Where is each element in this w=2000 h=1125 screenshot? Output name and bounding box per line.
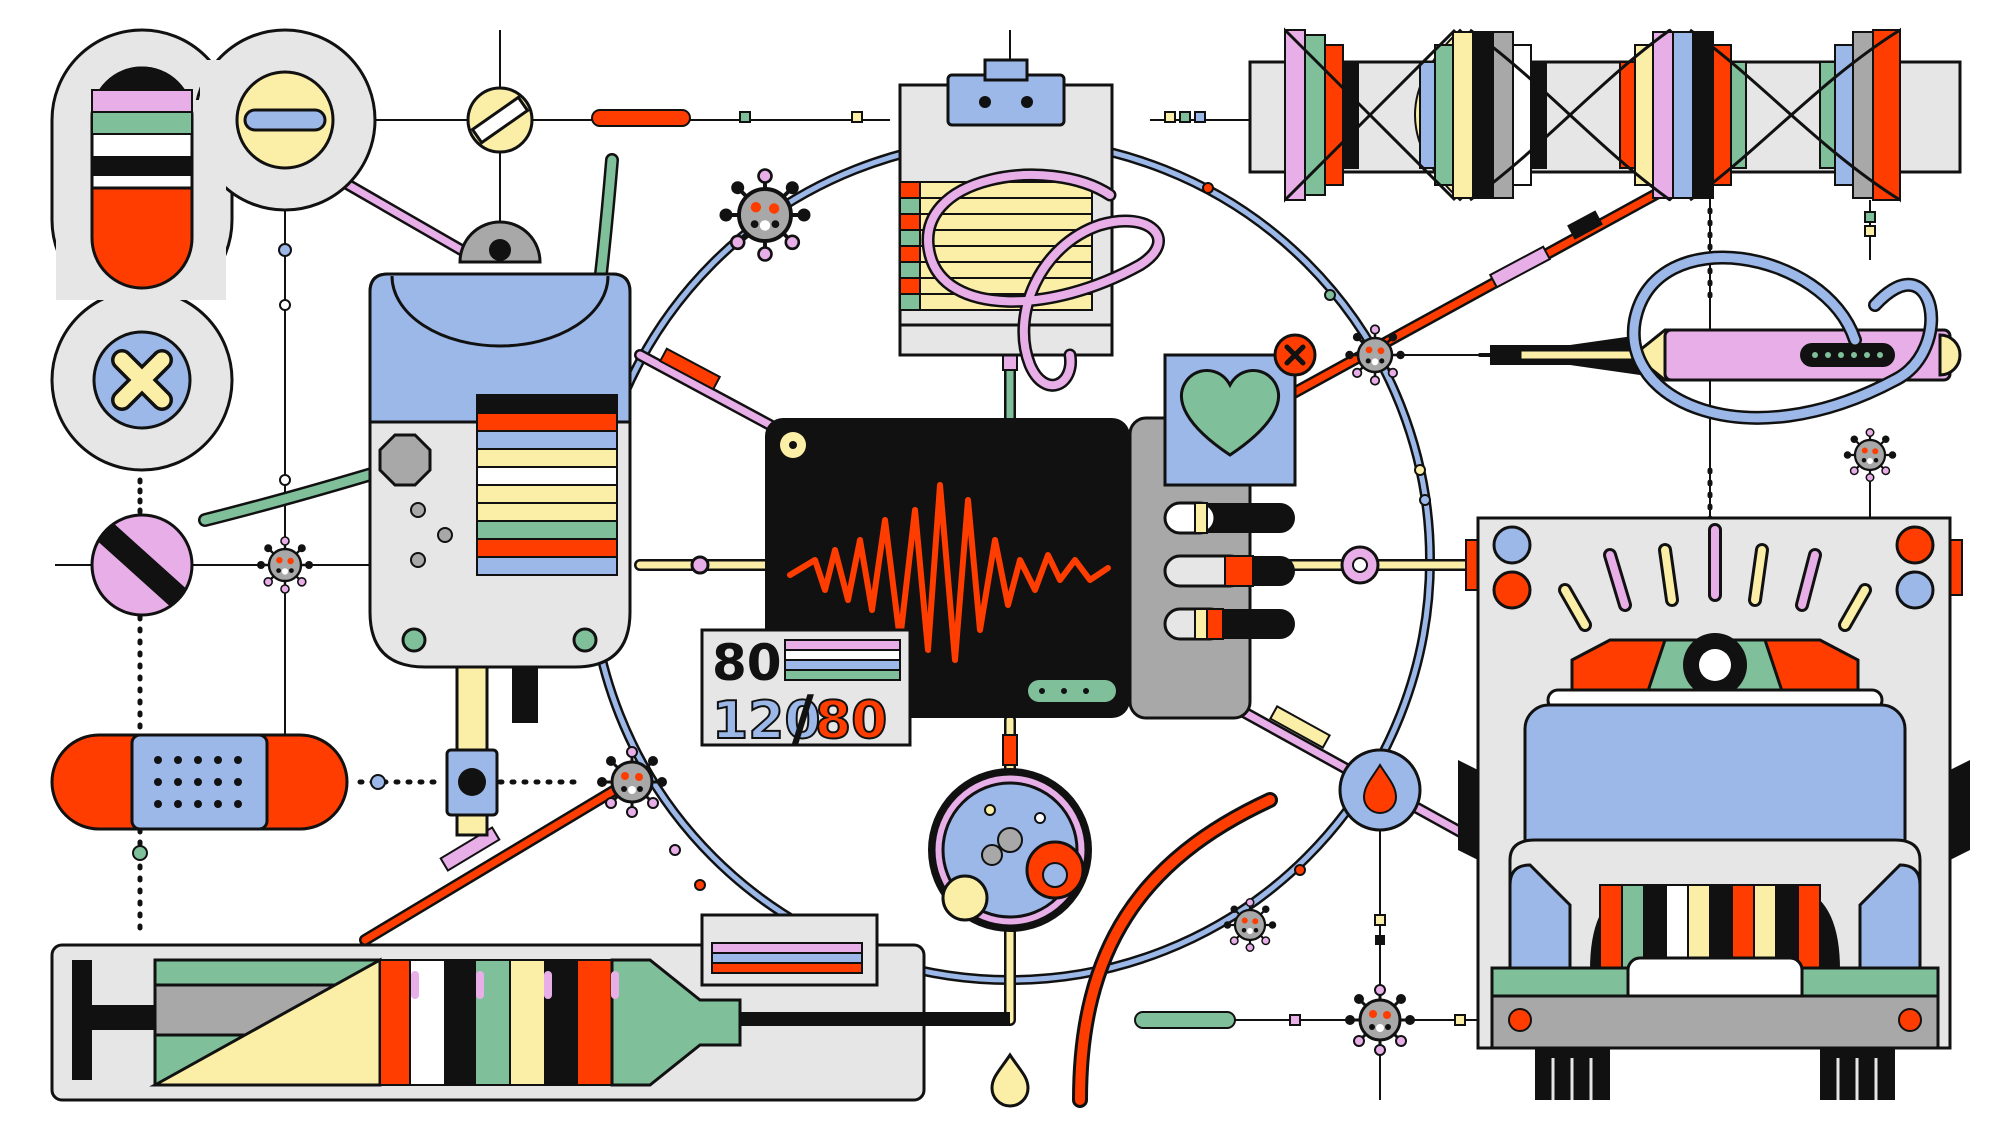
virus-icon: [1343, 323, 1407, 387]
bandage-icon: [50, 733, 349, 831]
syringe-icon: [50, 913, 1010, 1102]
tablet-icon: [235, 70, 335, 170]
virus-icon: [1222, 897, 1278, 953]
iv-connector: [445, 660, 499, 837]
diagonal-pill-icon: [90, 513, 194, 617]
pill-capsule-icon: [90, 66, 194, 290]
ring-dots: [132, 182, 1431, 891]
spoke-segments: [439, 210, 1603, 872]
blood-drop-icon: [1338, 748, 1422, 832]
petri-dish-icon: [928, 768, 1092, 932]
water-drop-icon: [990, 1052, 1030, 1108]
virus-icon: [255, 535, 315, 595]
dna-helix-icon: [1248, 27, 1962, 237]
virus-icon: [1842, 427, 1898, 483]
clipboard-icon: [898, 58, 1165, 392]
heart-icon: [1163, 333, 1317, 487]
bp-systolic-value: 120: [712, 691, 821, 751]
virus-icon: [595, 745, 669, 819]
iv-bag-icon: [198, 153, 632, 723]
virus-icon: [717, 167, 813, 263]
cross-tablet-icon: [92, 330, 192, 430]
heart-rate-value: 80: [712, 634, 782, 692]
bp-diastolic-value: 80: [815, 691, 887, 751]
red-tube: [1072, 792, 1278, 1108]
thermometer-icon: [1490, 250, 1962, 425]
screw-pill-icon: [466, 86, 534, 154]
virus-icon: [1343, 983, 1417, 1057]
bp-separator: /: [792, 683, 814, 753]
vitals-readout: 80 120 / 80: [700, 628, 912, 753]
ambulance-icon: [1458, 516, 1970, 1100]
